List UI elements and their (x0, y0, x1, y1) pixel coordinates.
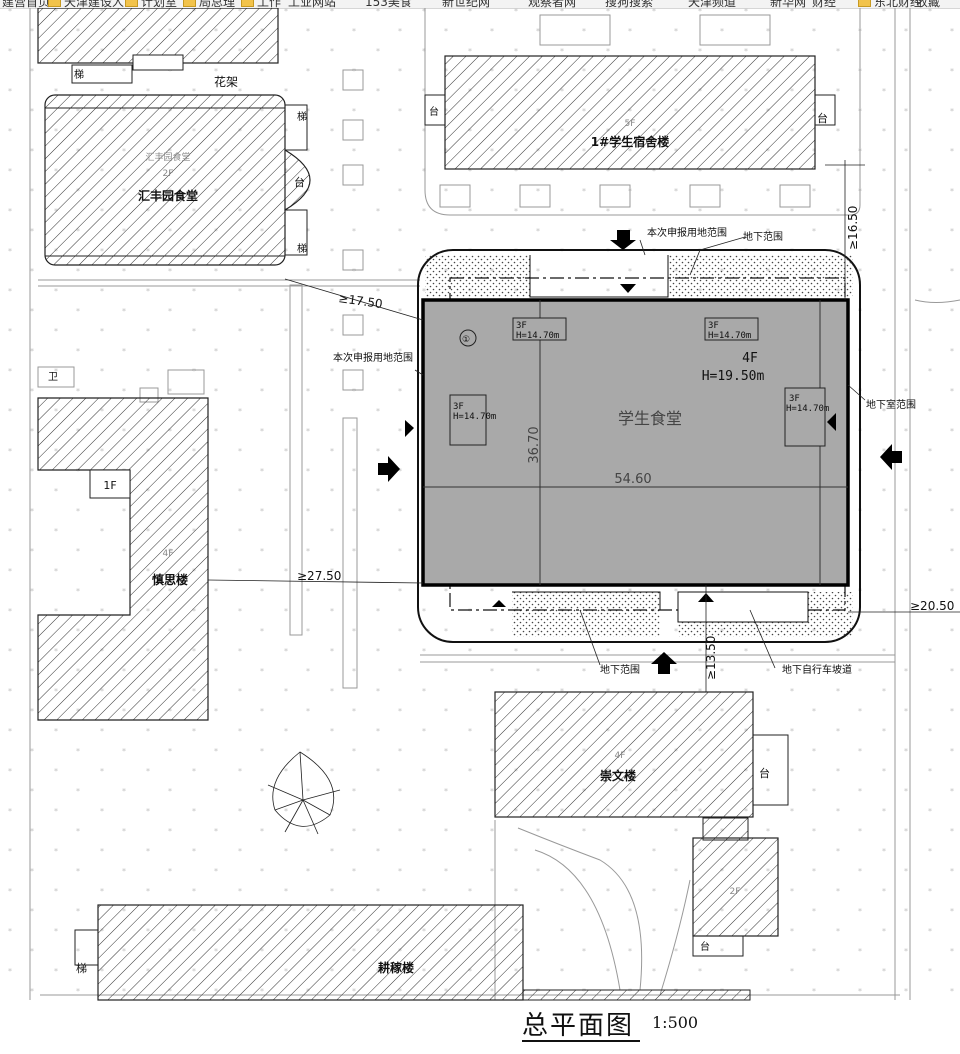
stair-label: 梯 (76, 962, 87, 975)
platform-label: 台 (294, 175, 305, 189)
subvolume-floors: 3F (789, 394, 800, 404)
folder-icon (48, 0, 61, 7)
subvolume-floors: 3F (516, 321, 527, 331)
land-range-left-label: 本次申报用地范围 (333, 351, 413, 364)
underground-bottom-label: 地下范围 (600, 663, 640, 676)
subvolume-height: H=14.70m (516, 331, 559, 341)
planting-boxes (37, 14, 811, 689)
canteen-old-sub-label: 汇丰园食堂 (145, 151, 190, 163)
bookmark-item[interactable]: 新世纪网 (442, 0, 491, 9)
shensi-floors: 4F (163, 549, 174, 559)
small-box-label: 卫 (48, 372, 58, 383)
dimension-lines (207, 160, 960, 692)
building-top-left (37, 8, 279, 71)
subvolume-height: H=14.70m (708, 331, 751, 341)
yiwen-label: 崇文楼 (600, 768, 636, 783)
bookmark-item[interactable]: 天津频道 (688, 0, 737, 9)
east-small-floors: 2F (730, 887, 741, 897)
land-range-top-label: 本次申报用地范围 (647, 226, 727, 239)
folder-icon (858, 0, 871, 7)
yiwen-floors: 4F (615, 751, 626, 761)
platform-label: 台 (759, 766, 770, 780)
subvolume-height: H=14.70m (786, 404, 829, 414)
dimension-north: ≥16.50 (846, 206, 860, 250)
building-gengjia (74, 904, 751, 1001)
subvolume-floors: 3F (708, 321, 719, 331)
bookmark-item[interactable]: 搜狗搜索 (605, 0, 654, 9)
new-canteen-floors: 4F (742, 351, 758, 366)
bike-ramp-label: 地下自行车坡道 (782, 663, 852, 676)
canteen-old-floors: 2F (163, 169, 174, 179)
bookmark-item[interactable]: 新华网_财经 (770, 0, 837, 9)
dormitory-label: 1#学生宿舍楼 (591, 134, 669, 149)
bookmark-item[interactable]: 建营首页 (2, 0, 51, 9)
building-dormitory (424, 55, 836, 170)
underground-top-label: 地下范围 (743, 230, 783, 243)
tree-symbol (267, 751, 341, 835)
dimension-northwest: ≥17.50 (338, 291, 384, 311)
entrance-arrows (378, 230, 902, 674)
dimension-width: 54.60 (614, 472, 651, 487)
building-yiwen (494, 691, 789, 818)
building-east-small (692, 817, 779, 957)
stair-label: 梯 (297, 110, 307, 123)
bookmark-item[interactable]: 收藏 (916, 0, 941, 9)
bookmark-item[interactable]: 观察者网 (528, 0, 577, 9)
subvolume-height: H=14.70m (453, 412, 496, 422)
folder-icon (183, 0, 196, 7)
dimension-depth: 36.70 (527, 426, 542, 463)
folder-icon (125, 0, 138, 7)
bookmark-item[interactable]: 工业网站 (288, 0, 337, 9)
bookmark-item[interactable]: 153美食 (365, 0, 412, 9)
site-plan-drawing: * * (0, 8, 960, 1003)
dimension-south: ≥13.50 (704, 636, 718, 680)
new-canteen-label: 学生食堂 (618, 409, 682, 428)
bookmark-item[interactable]: 工作 (241, 0, 281, 8)
underground-area (425, 255, 530, 297)
bookmark-item[interactable]: 计划室 (125, 0, 177, 8)
stair-label: 梯 (74, 68, 84, 81)
bookmark-item[interactable]: 东北财经 (858, 0, 922, 8)
dimension-west: ≥27.50 (297, 569, 341, 583)
title-underline (522, 1040, 640, 1042)
platform-label: 台 (817, 111, 828, 125)
shensi-1f-label: 1F (103, 479, 116, 492)
gengjia-label: 耕稼楼 (378, 960, 414, 975)
building-shensi (37, 397, 209, 721)
bookmark-item[interactable]: 天津建设人 (48, 0, 124, 8)
shensi-label: 慎思楼 (152, 572, 188, 587)
bookmark-item[interactable]: 局总理 (183, 0, 235, 8)
subvolume-floors: 3F (453, 402, 464, 412)
plan-title: 总平面图 (522, 1011, 635, 1041)
underground-area (668, 255, 853, 297)
flower-rack-label: 花架 (214, 74, 238, 89)
stair-label: 台 (700, 940, 710, 953)
dormitory-floors: 5F (625, 119, 636, 129)
index-marker: ① (462, 335, 470, 345)
plan-scale: 1:500 (652, 1013, 699, 1032)
building-canteen-old (44, 64, 311, 266)
dimension-east: ≥20.50 (910, 599, 954, 613)
new-canteen (421, 298, 850, 587)
basement-range-label: 地下室范围 (866, 398, 916, 411)
new-canteen-height: H=19.50m (702, 369, 765, 384)
site-boundary (417, 249, 861, 643)
underground-area (512, 592, 660, 637)
platform-label: 台 (429, 105, 439, 118)
canteen-old-label: 汇丰园食堂 (138, 188, 198, 203)
folder-icon (241, 0, 254, 7)
stair-label: 梯 (297, 242, 307, 255)
